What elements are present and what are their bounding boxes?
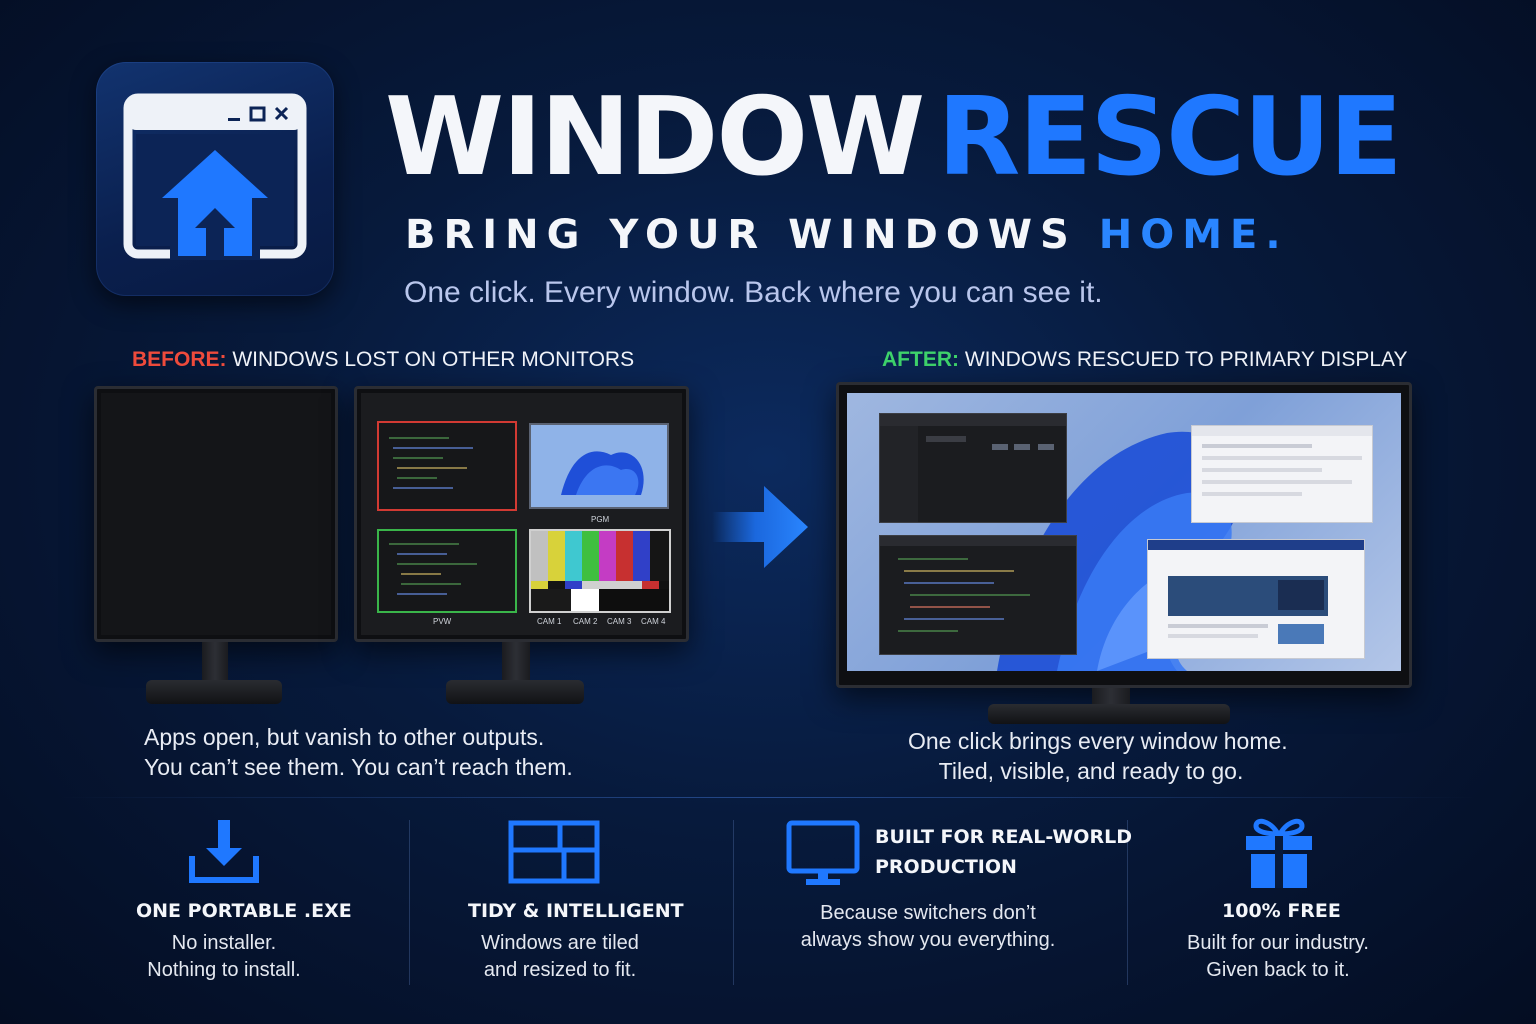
- monitor-icon: [786, 820, 860, 885]
- tagline: BRING YOUR WINDOWS HOME.: [405, 212, 1289, 258]
- after-window-code-editor: [879, 535, 1077, 655]
- after-monitor: [836, 382, 1412, 688]
- window-home-icon: [123, 93, 307, 260]
- feature-3-text: Because switchers don’t always show you …: [768, 900, 1088, 954]
- title-window: WINDOW: [385, 75, 925, 200]
- after-text: WINDOWS RESCUED TO PRIMARY DISPLAY: [964, 348, 1408, 371]
- after-caption-line1: One click brings every window home.: [908, 728, 1288, 754]
- tagline-home: HOME.: [1098, 212, 1289, 258]
- feature-4-line1: Built for our industry.: [1187, 932, 1369, 954]
- monitor-stand-neck: [1092, 688, 1130, 708]
- download-icon: [189, 820, 259, 883]
- section-divider: [60, 797, 1476, 798]
- monitor-stand-foot: [146, 680, 282, 704]
- before-monitor-left-screen: [101, 393, 331, 635]
- lost-window-code-1: [377, 421, 517, 511]
- feature-divider: [733, 820, 734, 985]
- before-monitor-multiview: PGM PVW: [354, 386, 689, 642]
- feature-divider: [1127, 820, 1128, 985]
- feature-1-line2: Nothing to install.: [147, 959, 301, 981]
- monitor-stand-neck: [502, 642, 530, 682]
- after-window-explorer: [879, 413, 1067, 523]
- pgm-label: PGM: [591, 515, 610, 524]
- monitor-stand-foot: [446, 680, 584, 704]
- cam-3-label: CAM 3: [607, 617, 632, 626]
- after-label: AFTER: WINDOWS RESCUED TO PRIMARY DISPLA…: [882, 348, 1407, 372]
- feature-4-line2: Given back to it.: [1206, 959, 1350, 981]
- feature-3-title-line1: BUILT FOR REAL-WORLD: [875, 826, 1132, 848]
- after-caption: One click brings every window home. Tile…: [908, 726, 1288, 786]
- feature-2-title: TIDY & INTELLIGENT: [468, 900, 684, 922]
- monitor-stand-neck: [202, 642, 228, 682]
- tiles-icon: [508, 820, 600, 884]
- feature-2-line1: Windows are tiled: [481, 932, 639, 954]
- cam-2-label: CAM 2: [573, 617, 598, 626]
- feature-1-line1: No installer.: [171, 932, 277, 954]
- cam-1-label: CAM 1: [537, 617, 562, 626]
- feature-2-text: Windows are tiled and resized to fit.: [440, 930, 680, 984]
- lost-window-code-2: [377, 529, 517, 613]
- before-monitor-left: [94, 386, 338, 642]
- cam-4-label: CAM 4: [641, 617, 666, 626]
- feature-2-line2: and resized to fit.: [483, 959, 637, 981]
- before-caption-line1: Apps open, but vanish to other outputs.: [144, 724, 545, 750]
- title-rescue: RESCUE: [937, 75, 1402, 200]
- after-monitor-screen: [847, 393, 1401, 671]
- tagline-main: BRING YOUR WINDOWS: [405, 212, 1077, 258]
- app-logo: [96, 62, 334, 296]
- feature-4-text: Built for our industry. Given back to it…: [1158, 930, 1398, 984]
- feature-1-text: No installer. Nothing to install.: [104, 930, 344, 984]
- pgm-window: [529, 423, 669, 509]
- before-caption-line2: You can’t see them. You can’t reach them…: [144, 754, 573, 780]
- color-bars-icon: [531, 531, 669, 611]
- feature-3-line1: Because switchers don’t: [820, 902, 1036, 924]
- before-text: WINDOWS LOST ON OTHER MONITORS: [232, 348, 635, 371]
- arrow-right-icon: [712, 486, 808, 568]
- feature-1-title: ONE PORTABLE .EXE: [136, 900, 352, 922]
- after-window-browser: [1147, 539, 1365, 659]
- color-bars-window: [529, 529, 671, 613]
- before-label: BEFORE: WINDOWS LOST ON OTHER MONITORS: [132, 348, 634, 372]
- multiview-screen: PGM PVW: [361, 393, 682, 635]
- after-caption-line2: Tiled, visible, and ready to go.: [938, 758, 1244, 784]
- pvw-label: PVW: [433, 617, 452, 626]
- feature-4-title: 100% FREE: [1222, 900, 1341, 922]
- before-caption: Apps open, but vanish to other outputs. …: [144, 722, 573, 782]
- feature-divider: [409, 820, 410, 985]
- subtitle: One click. Every window. Back where you …: [404, 276, 1103, 309]
- monitor-stand-foot: [988, 704, 1230, 724]
- feature-3-line2: always show you everything.: [800, 929, 1056, 951]
- after-window-spreadsheet: [1191, 425, 1373, 523]
- gift-icon: [1246, 818, 1312, 888]
- feature-3-title-line2: PRODUCTION: [875, 856, 1017, 878]
- before-prefix: BEFORE:: [132, 348, 227, 371]
- after-prefix: AFTER:: [882, 348, 959, 371]
